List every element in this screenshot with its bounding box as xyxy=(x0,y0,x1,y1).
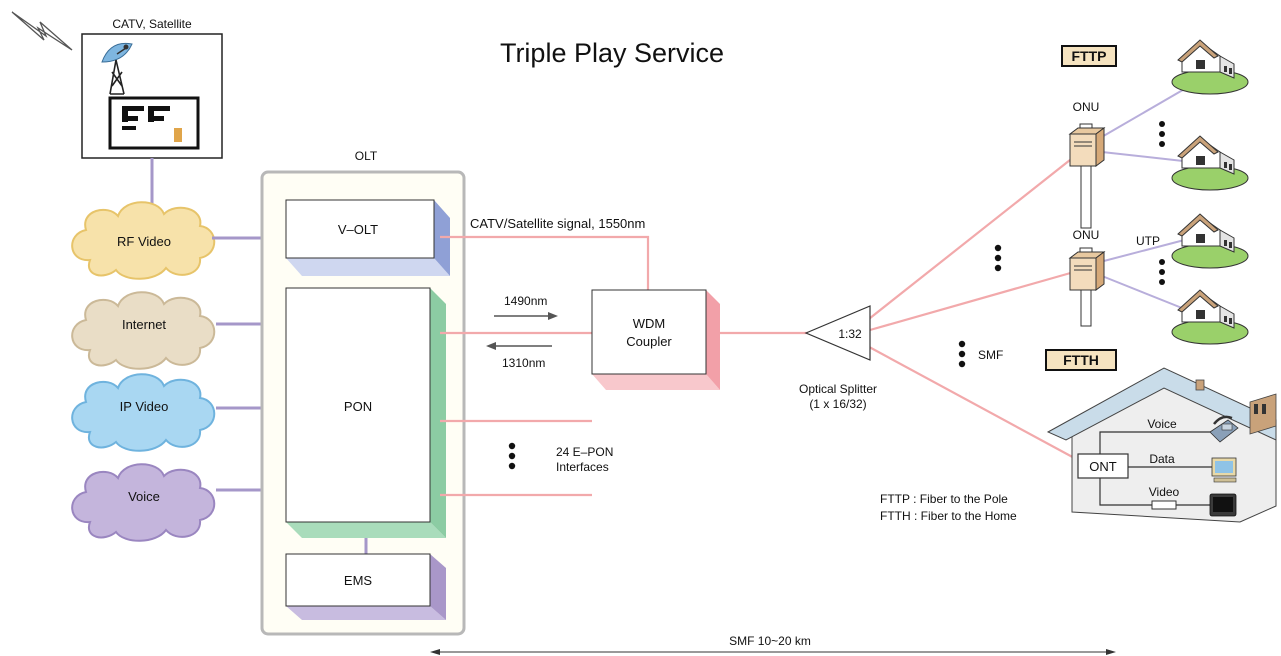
ems-label: EMS xyxy=(344,573,373,588)
onu1-label: ONU xyxy=(1073,100,1100,114)
catv-signal-label: CATV/Satellite signal, 1550nm xyxy=(470,216,645,231)
olt-label: OLT xyxy=(355,149,378,163)
computer-icon xyxy=(1211,457,1237,483)
legend-fttp: FTTP : Fiber to the Pole xyxy=(880,492,1008,506)
fttp-badge: FTTP xyxy=(1061,45,1117,67)
pon-interfaces-label-line1: 24 E–PON xyxy=(556,445,613,459)
tv-icon xyxy=(1209,493,1237,517)
ont-label: ONT xyxy=(1089,459,1117,474)
volt-module: V–OLT xyxy=(285,199,450,276)
fiber-lines xyxy=(440,159,1079,497)
downstream-wavelength-label: 1490nm xyxy=(504,294,547,308)
legend-ftth: FTTH : Fiber to the Home xyxy=(880,509,1017,523)
ftth-wiring xyxy=(1099,431,1212,506)
source-label-internet: Internet xyxy=(122,317,166,332)
wdm-label-line2: Coupler xyxy=(626,334,672,349)
ont-box xyxy=(1077,453,1129,479)
ftth-badge: FTTH xyxy=(1045,349,1117,371)
upstream-wavelength-label: 1310nm xyxy=(502,356,545,370)
splitter-label-line2: (1 x 16/32) xyxy=(809,397,866,411)
onu2-label: ONU xyxy=(1073,228,1100,242)
house-icon xyxy=(1171,39,1249,95)
onu2-pole-icon xyxy=(1068,247,1106,327)
pon-interfaces-label-line2: Interfaces xyxy=(556,460,609,474)
upstream-arrow-icon xyxy=(486,342,552,350)
houses-ellipsis-top-icon xyxy=(1159,121,1165,147)
phone-icon xyxy=(1209,415,1239,443)
source-label-voice: Voice xyxy=(128,489,160,504)
source-cloud-ip-video: IP Video xyxy=(71,373,216,452)
wdm-label-line1: WDM xyxy=(633,316,666,331)
video-splitter-box xyxy=(1151,500,1177,510)
house-icon xyxy=(1171,135,1249,191)
distance-arrow-icon xyxy=(430,649,1116,655)
splitter-label-line1: Optical Splitter xyxy=(799,382,877,396)
volt-label: V–OLT xyxy=(338,222,378,237)
source-label-ip-video: IP Video xyxy=(120,399,169,414)
smf-ellipsis-icon xyxy=(958,340,966,368)
houses-ellipsis-bottom-icon xyxy=(1159,259,1165,285)
headend-rack-icon xyxy=(108,96,200,150)
splitter-ratio-label: 1:32 xyxy=(838,327,862,341)
headend-label: CATV, Satellite xyxy=(112,17,192,31)
distance-label: SMF 10~20 km xyxy=(729,634,811,648)
source-cloud-voice: Voice xyxy=(71,463,216,542)
source-label-rf-video: RF Video xyxy=(117,234,171,249)
pon-label: PON xyxy=(344,399,372,414)
wdm-coupler: WDM Coupler xyxy=(591,289,720,390)
source-cloud-internet: Internet xyxy=(71,291,216,370)
fttp-badge-label: FTTP xyxy=(1072,48,1107,64)
ftth-data-label: Data xyxy=(1149,452,1175,466)
ftth-badge-label: FTTH xyxy=(1063,352,1099,368)
optical-splitter: 1:32 xyxy=(804,305,871,361)
ftth-voice-label: Voice xyxy=(1147,417,1177,431)
ems-module: EMS xyxy=(285,553,446,620)
ftth-home xyxy=(1046,367,1277,523)
ftth-video-label: Video xyxy=(1149,485,1180,499)
smf-label: SMF xyxy=(978,348,1003,362)
pon-interfaces-ellipsis-icon xyxy=(508,442,516,470)
house-icon xyxy=(1171,289,1249,345)
utp-label: UTP xyxy=(1136,234,1160,248)
splitter-ellipsis-icon xyxy=(994,244,1002,272)
downstream-arrow-icon xyxy=(494,312,558,320)
catv-satellite-headend: CATV, Satellite xyxy=(81,17,223,159)
lightning-icon xyxy=(11,11,73,51)
source-cloud-rf-video: RF Video xyxy=(71,201,216,280)
diagram-title: Triple Play Service xyxy=(500,38,724,68)
pon-module: PON xyxy=(285,287,446,538)
house-icon xyxy=(1171,213,1249,269)
copper-lines xyxy=(1099,79,1201,313)
satellite-dish-icon xyxy=(101,42,133,95)
onu1-pole-icon xyxy=(1068,123,1106,229)
